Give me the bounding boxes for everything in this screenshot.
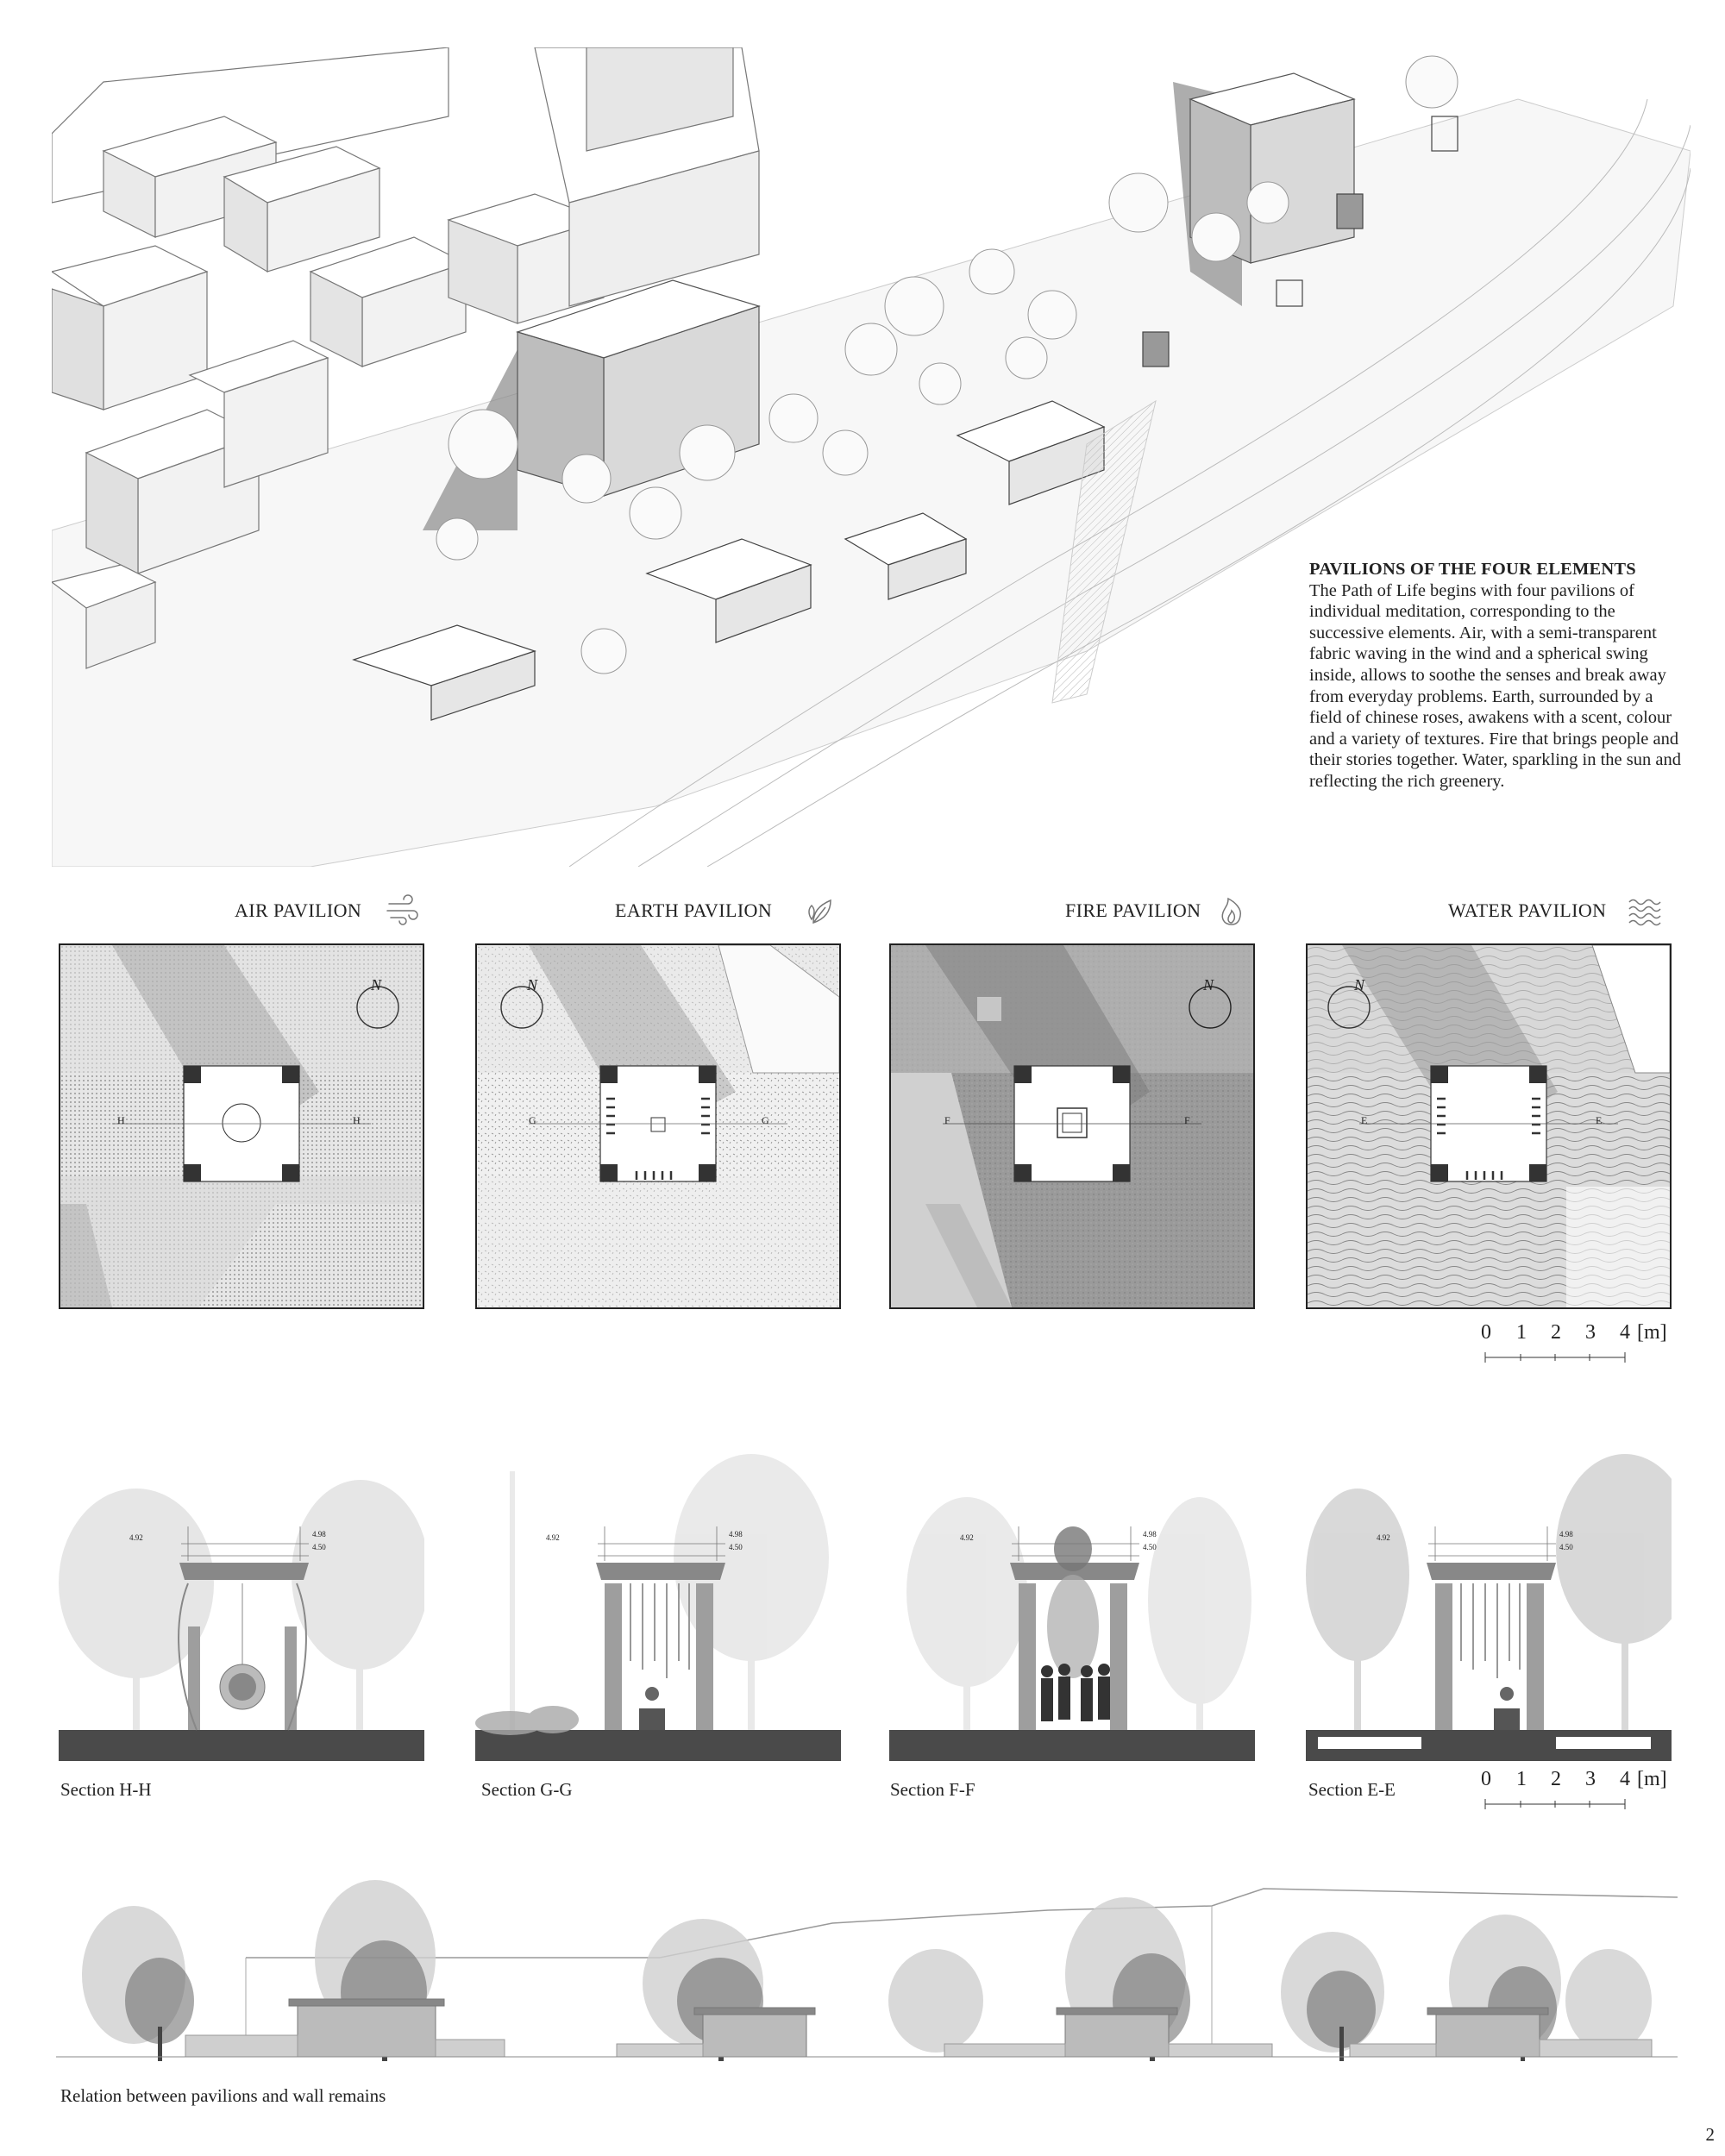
scale-tick: 1 bbox=[1516, 1321, 1527, 1344]
level-left: 4.92 bbox=[546, 1533, 560, 1542]
section-mark-left: E bbox=[1361, 1114, 1368, 1126]
fire-pavilion-plan: N F F bbox=[889, 943, 1255, 1309]
section-caption: Section H-H bbox=[60, 1779, 152, 1800]
north-arrow-label: N bbox=[1354, 976, 1365, 993]
earth-pavilion-plan: N G G bbox=[475, 943, 841, 1309]
level-top: 4.98 bbox=[1143, 1530, 1157, 1539]
scale-tick: 0 bbox=[1481, 1768, 1491, 1790]
scale-unit: [m] bbox=[1637, 1768, 1667, 1790]
level-mid: 4.50 bbox=[729, 1543, 743, 1551]
site-wall-cut bbox=[1051, 399, 1157, 704]
scale-tick: 3 bbox=[1585, 1321, 1596, 1344]
wind-icon bbox=[386, 894, 418, 925]
city-blocks bbox=[52, 47, 760, 669]
section-mark-right: G bbox=[762, 1114, 769, 1126]
plan-scale-bar: 0 1 2 3 4 [m] bbox=[1477, 1321, 1667, 1373]
scale-unit: [m] bbox=[1637, 1321, 1667, 1344]
air-pavilion-section bbox=[59, 1480, 424, 1761]
section-mark-left: F bbox=[944, 1114, 950, 1126]
scale-tick: 4 bbox=[1620, 1321, 1630, 1344]
section-mark-left: G bbox=[529, 1114, 536, 1126]
pavilions-wall-elevation bbox=[56, 1880, 1678, 2061]
section-mark-right: H bbox=[353, 1114, 361, 1126]
waves-icon bbox=[1628, 899, 1661, 926]
scale-tick: 2 bbox=[1551, 1768, 1561, 1790]
water-pavilion-title: WATER PAVILION bbox=[1448, 899, 1607, 921]
description-title: PAVILIONS OF THE FOUR ELEMENTS bbox=[1309, 560, 1636, 579]
scale-tick: 1 bbox=[1516, 1768, 1527, 1790]
section-caption: Section E-E bbox=[1308, 1779, 1396, 1800]
fire-pavilion-section bbox=[889, 1497, 1255, 1761]
description-body: The Path of Life begins with four pavili… bbox=[1309, 580, 1681, 791]
north-arrow-label: N bbox=[1203, 976, 1214, 993]
section-mark-right: F bbox=[1184, 1114, 1190, 1126]
scale-tick: 0 bbox=[1481, 1321, 1491, 1344]
water-pavilion-plan: N E E bbox=[1306, 943, 1672, 1309]
level-left: 4.92 bbox=[129, 1533, 143, 1542]
air-pavilion-title: AIR PAVILION bbox=[235, 899, 362, 921]
level-mid: 4.50 bbox=[312, 1543, 326, 1551]
level-mid: 4.50 bbox=[1559, 1543, 1573, 1551]
page-number: 2 bbox=[1705, 2124, 1716, 2145]
section-scale-bar: 0 1 2 3 4 [m] bbox=[1477, 1768, 1667, 1820]
scale-tick: 3 bbox=[1585, 1768, 1596, 1790]
fire-pavilion-title: FIRE PAVILION bbox=[1065, 899, 1201, 921]
section-mark-right: E bbox=[1596, 1114, 1603, 1126]
section-caption: Section G-G bbox=[481, 1779, 573, 1800]
earth-pavilion-title: EARTH PAVILION bbox=[615, 899, 773, 921]
north-arrow-label: N bbox=[527, 976, 538, 993]
flame-icon bbox=[1221, 897, 1242, 925]
level-top: 4.98 bbox=[1559, 1530, 1573, 1539]
site-axonometric bbox=[52, 47, 1690, 867]
leaf-icon bbox=[808, 899, 831, 924]
level-mid: 4.50 bbox=[1143, 1543, 1157, 1551]
scale-tick: 4 bbox=[1620, 1768, 1630, 1790]
site-pavilions bbox=[352, 116, 1458, 721]
scale-tick: 2 bbox=[1551, 1321, 1561, 1344]
earth-pavilion-section bbox=[475, 1454, 841, 1761]
north-arrow-label: N bbox=[371, 976, 382, 993]
water-pavilion-section bbox=[1306, 1454, 1672, 1761]
air-pavilion-plan: N H H bbox=[59, 943, 424, 1309]
level-left: 4.92 bbox=[1377, 1533, 1390, 1542]
level-top: 4.98 bbox=[729, 1530, 743, 1539]
section-mark-left: H bbox=[117, 1114, 125, 1126]
section-caption: Section F-F bbox=[890, 1779, 975, 1800]
site-trees bbox=[436, 55, 1458, 674]
level-top: 4.98 bbox=[312, 1530, 326, 1539]
description-block: PAVILIONS OF THE FOUR ELEMENTS The Path … bbox=[1309, 559, 1689, 793]
elevation-caption: Relation between pavilions and wall rema… bbox=[60, 2085, 386, 2106]
level-left: 4.92 bbox=[960, 1533, 974, 1542]
